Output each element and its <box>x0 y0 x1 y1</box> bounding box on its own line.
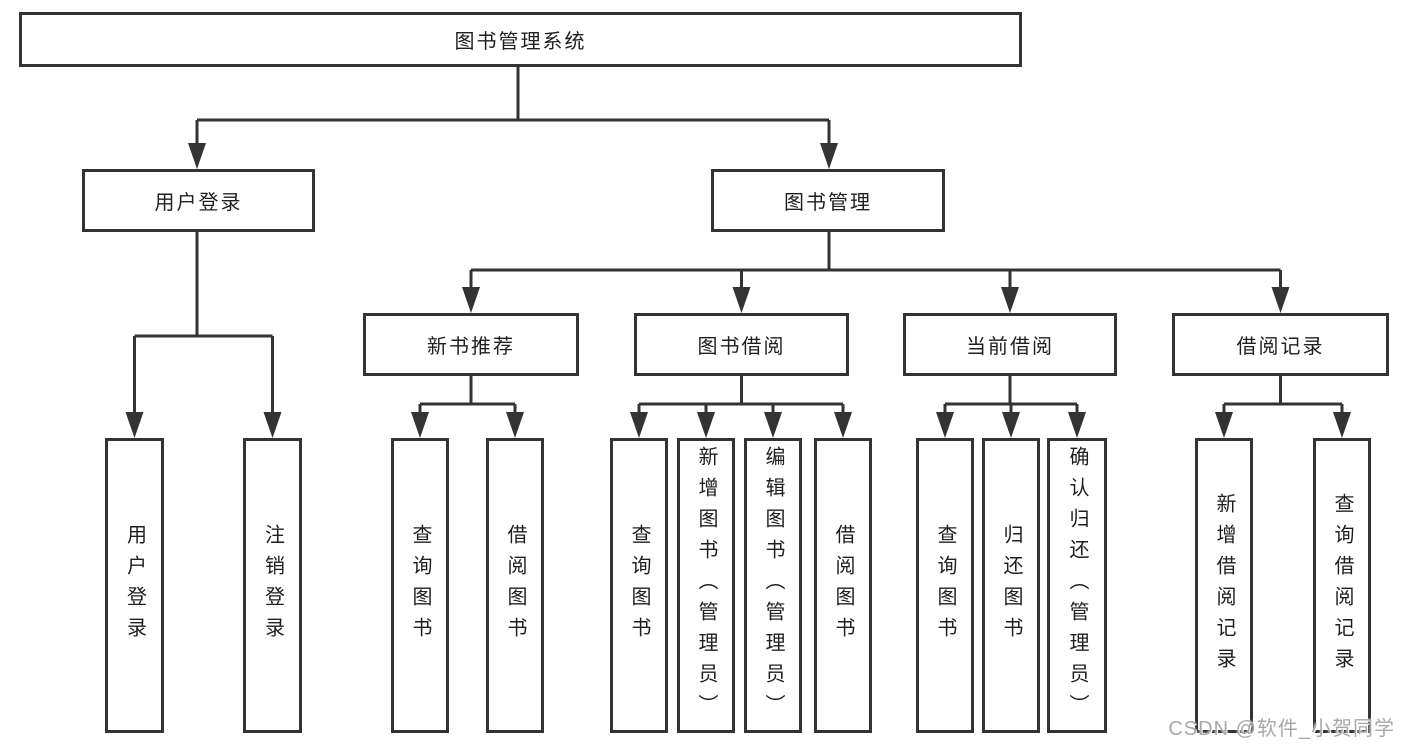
csdn-watermark: CSDN @软件_小贺同学 <box>1168 718 1395 740</box>
branch-borrow-records-arrowheads <box>1215 412 1351 438</box>
leaf-query-borrow-record: 查询借阅记录 <box>1313 438 1371 733</box>
branch-current-borrow-arrowheads <box>936 412 1086 438</box>
branch-book-borrow <box>637 376 845 415</box>
branch-book-management-arrowheads <box>462 287 1290 313</box>
leaf-borrow-books: 借阅图书 <box>814 438 872 733</box>
leaf-add-borrow-record: 新增借阅记录 <box>1195 438 1253 733</box>
branch-borrow-records <box>1222 376 1344 415</box>
branch-current-borrow <box>943 376 1079 415</box>
branch-root-arrowheads <box>188 143 838 169</box>
node-new-book-recommendation: 新书推荐 <box>363 313 579 376</box>
branch-new-book <box>418 376 517 415</box>
branch-root <box>195 67 831 147</box>
node-borrowing-records: 借阅记录 <box>1172 313 1389 376</box>
leaf-logout: 注销登录 <box>243 438 302 733</box>
leaf-borrow-books-recommend: 借阅图书 <box>486 438 544 733</box>
node-user-login: 用户登录 <box>82 169 315 232</box>
leaf-edit-books-admin: 编辑图书（管理员） <box>744 438 802 733</box>
branch-user-login-arrowheads <box>125 412 282 438</box>
branch-book-borrow-arrowheads <box>630 412 852 438</box>
branch-user-login <box>133 232 274 415</box>
leaf-confirm-return-admin: 确认归还（管理员） <box>1047 438 1107 733</box>
leaf-query-books-borrow: 查询图书 <box>610 438 668 733</box>
leaf-query-books-recommend: 查询图书 <box>391 438 449 733</box>
node-current-borrowing: 当前借阅 <box>903 313 1117 376</box>
leaf-query-books-current: 查询图书 <box>916 438 974 733</box>
leaf-return-books: 归还图书 <box>982 438 1040 733</box>
node-book-borrowing: 图书借阅 <box>634 313 849 376</box>
branch-new-book-arrowheads <box>411 412 524 438</box>
node-library-management-system: 图书管理系统 <box>19 12 1022 67</box>
leaf-add-books-admin: 新增图书（管理员） <box>677 438 735 733</box>
leaf-user-login: 用户登录 <box>105 438 164 733</box>
branch-book-management <box>469 232 1282 291</box>
node-book-management: 图书管理 <box>711 169 945 232</box>
